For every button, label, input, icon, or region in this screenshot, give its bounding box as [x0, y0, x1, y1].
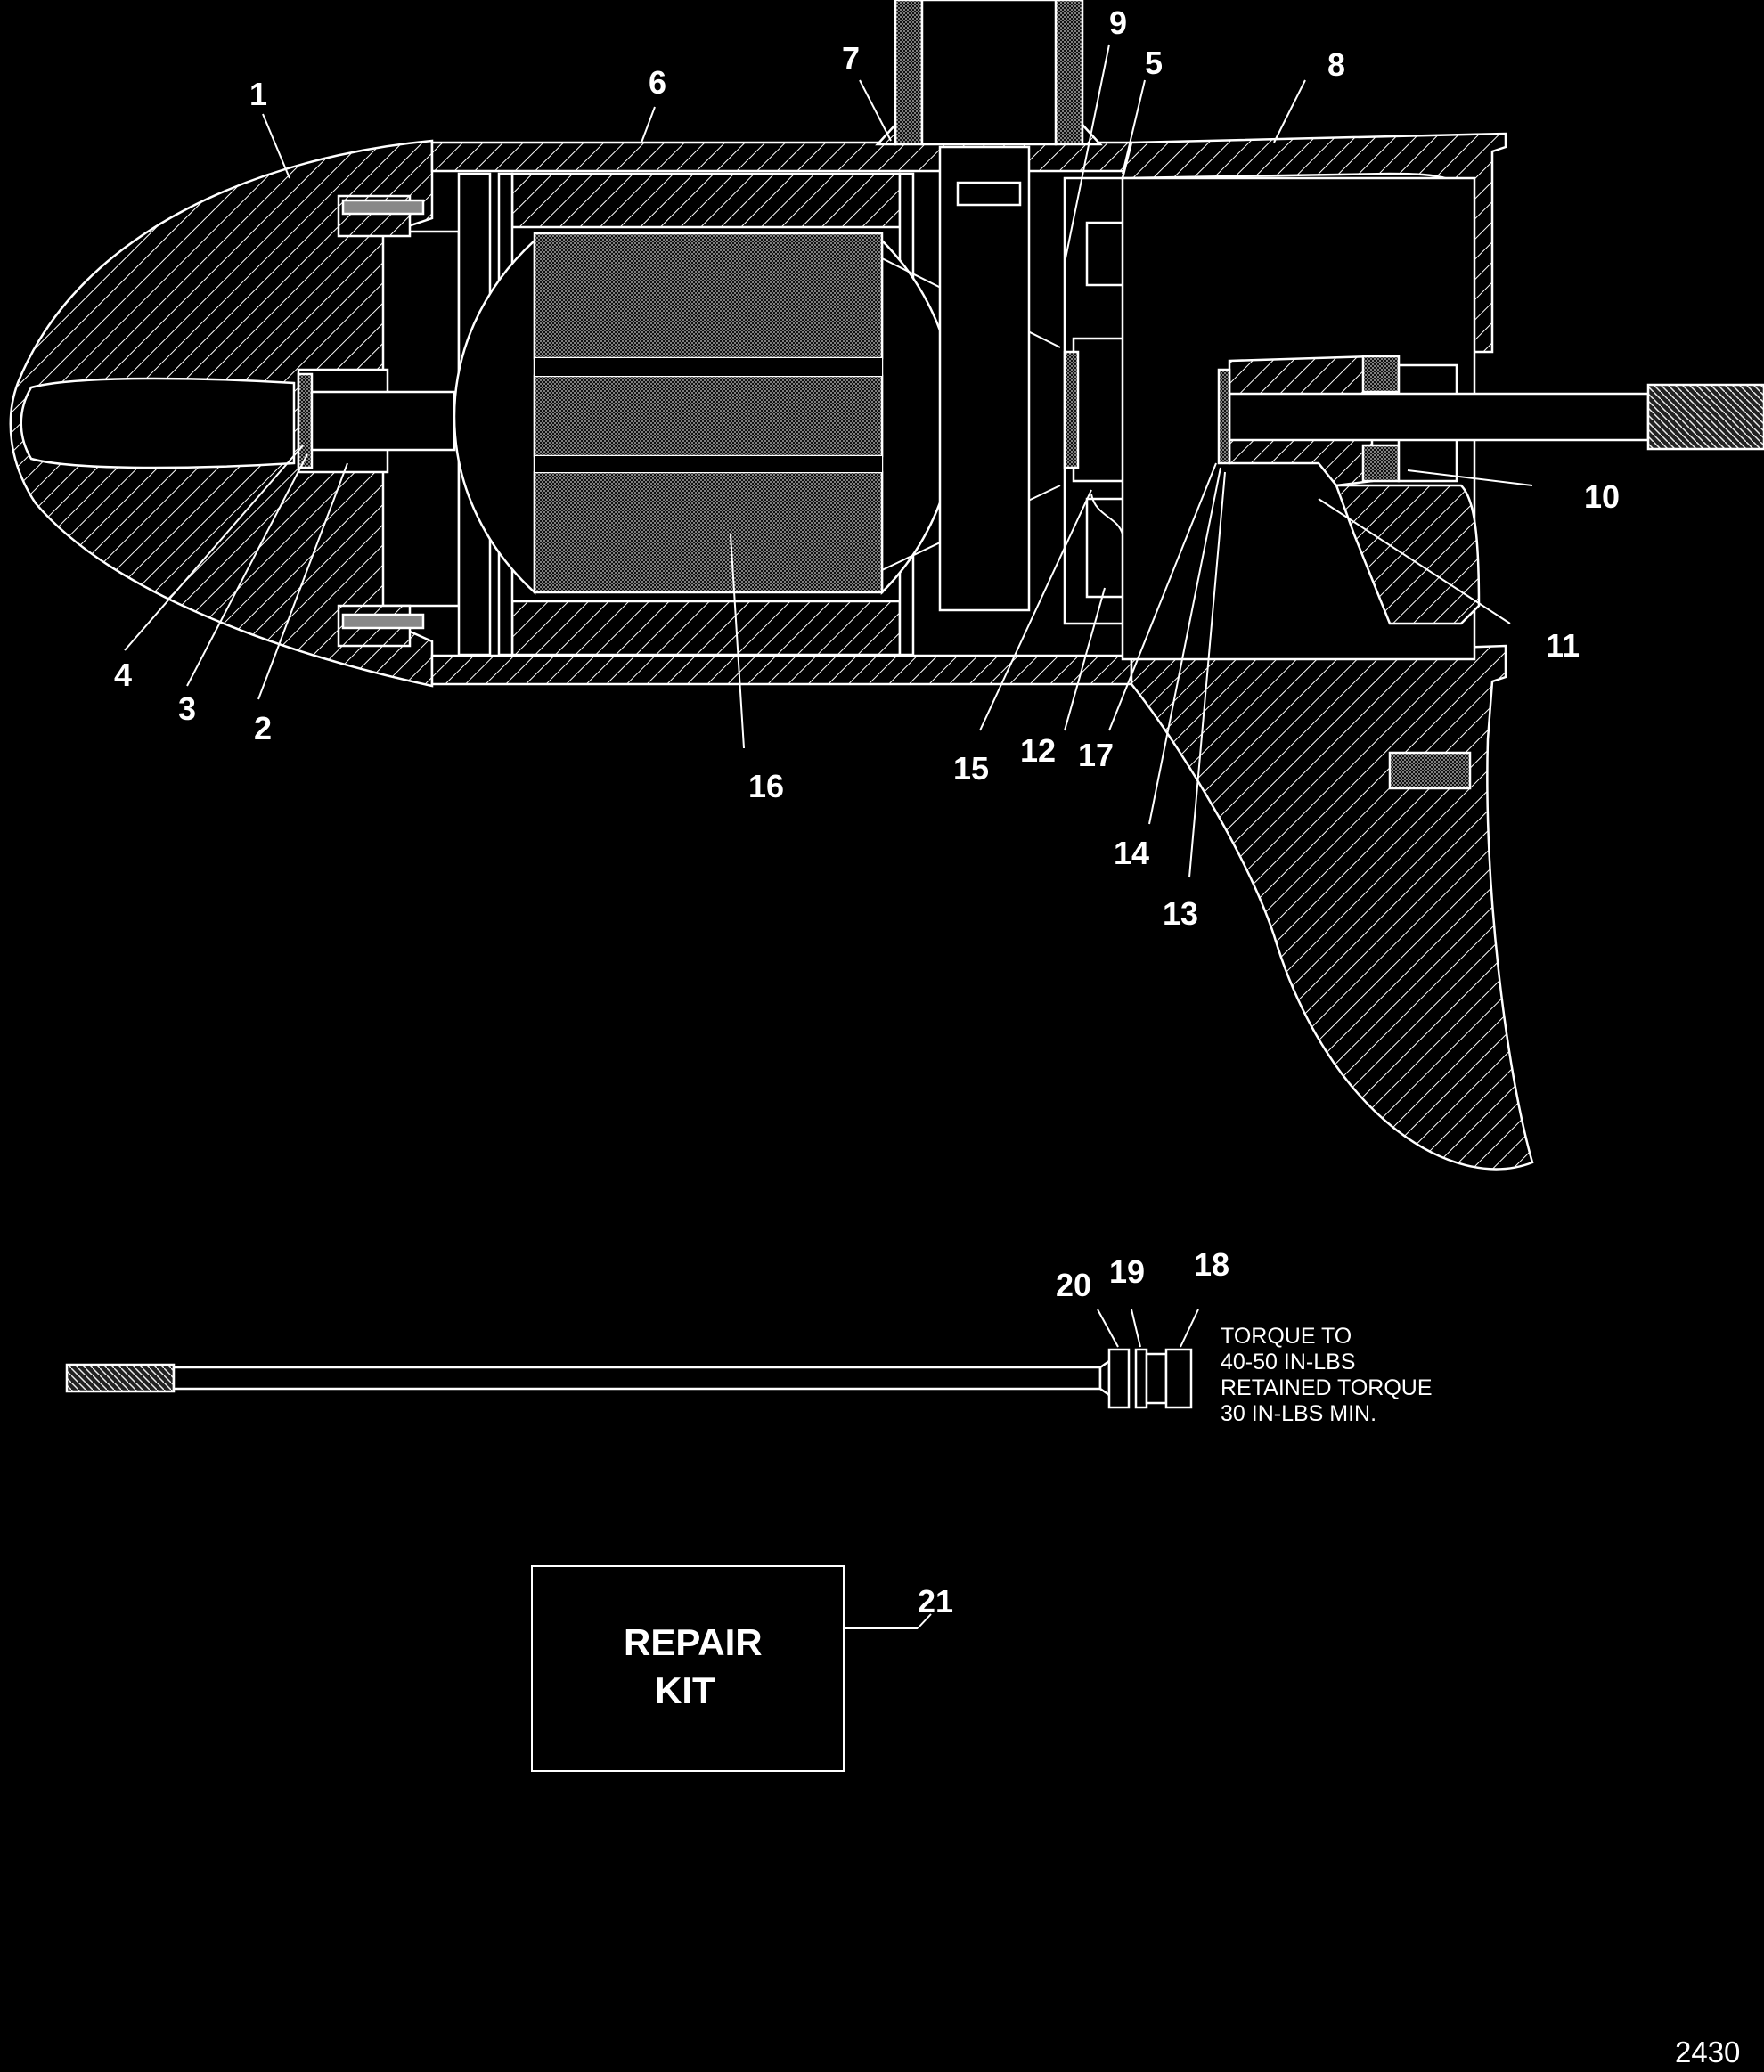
callout-13: 13	[1163, 895, 1198, 932]
callout-10: 10	[1584, 478, 1620, 515]
leader-lines	[124, 44, 1533, 1629]
callout-12: 12	[1020, 732, 1056, 769]
wire-tube	[875, 0, 1103, 146]
propeller-shaft	[1217, 368, 1764, 465]
callout-3: 3	[178, 690, 196, 727]
armature	[453, 232, 1061, 596]
repair-kit-box: REPAIR KIT	[531, 1565, 845, 1772]
torque-line-2: 40-50 IN-LBS	[1221, 1350, 1355, 1375]
repair-kit-line-2: KIT	[655, 1669, 715, 1711]
callout-20: 20	[1056, 1267, 1091, 1303]
repair-kit-line-1: REPAIR	[624, 1621, 763, 1663]
front-bearing	[297, 368, 456, 474]
callout-5: 5	[1145, 45, 1163, 81]
callout-19: 19	[1109, 1253, 1145, 1290]
callout-16: 16	[748, 768, 784, 804]
torque-line-4: 30 IN-LBS MIN.	[1221, 1401, 1376, 1426]
through-bolt	[65, 1348, 1193, 1409]
callout-8: 8	[1327, 46, 1345, 83]
torque-line-1: TORQUE TO	[1221, 1324, 1352, 1349]
callout-21: 21	[918, 1583, 953, 1619]
callouts: 1 6 7 9 5 8 10 11 4 3 2 16 15 12 17 14 1…	[114, 4, 1620, 1619]
torque-line-3: RETAINED TORQUE	[1221, 1375, 1433, 1400]
callout-15: 15	[953, 750, 989, 787]
callout-14: 14	[1114, 835, 1149, 871]
callout-1: 1	[249, 76, 267, 112]
callout-2: 2	[254, 710, 272, 746]
torque-note: TORQUE TO 40-50 IN-LBS RETAINED TORQUE 3…	[1221, 1324, 1433, 1426]
callout-4: 4	[114, 657, 132, 693]
callout-11: 11	[1546, 627, 1580, 664]
callout-6: 6	[649, 64, 666, 101]
callout-17: 17	[1078, 737, 1114, 773]
callout-7: 7	[842, 40, 860, 77]
nose-cone	[9, 139, 434, 688]
figure-number: 2430	[1675, 2035, 1740, 2068]
callout-9: 9	[1109, 4, 1127, 41]
callout-18: 18	[1194, 1246, 1229, 1283]
